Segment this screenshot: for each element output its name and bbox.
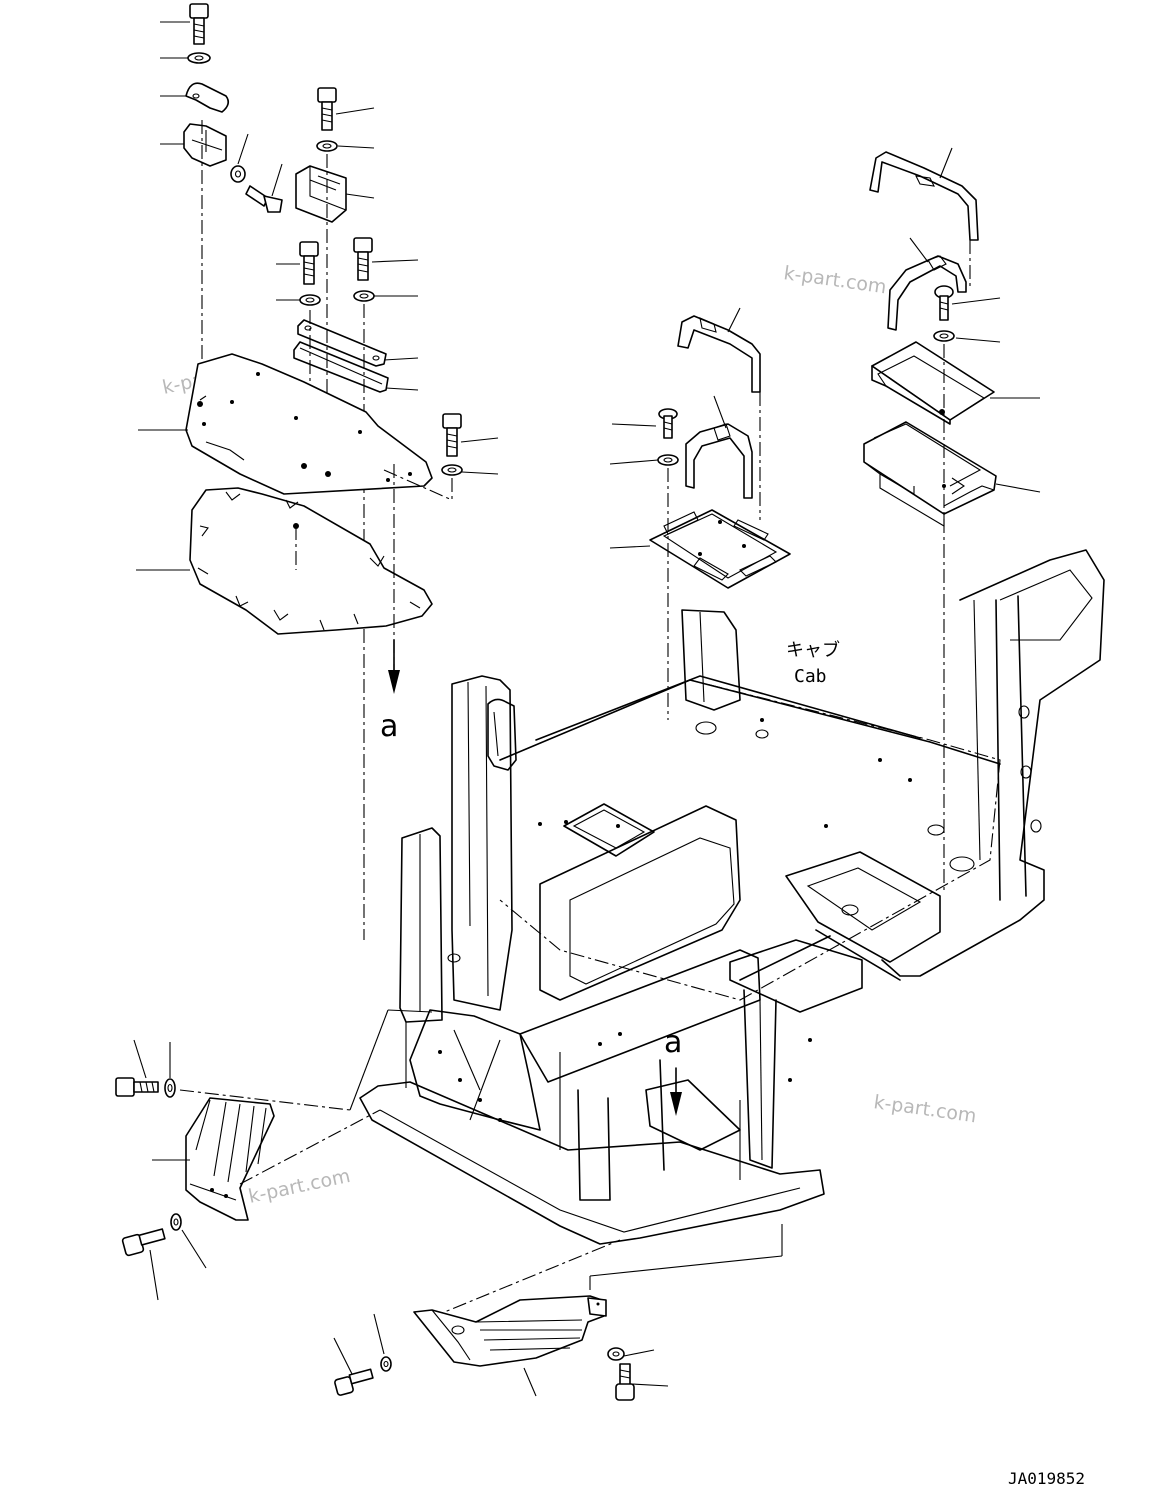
washer-step-bottom-2 <box>607 1347 655 1361</box>
bolt-mat <box>442 413 499 457</box>
handle-bracket-2 <box>685 395 753 499</box>
bolt-step-bottom-1 <box>333 1337 374 1396</box>
cab-label-jp: キャブ <box>786 639 840 661</box>
handle-bracket-1 <box>677 307 761 393</box>
bolt-step-bottom-2 <box>615 1363 669 1401</box>
step-bottom <box>413 1295 607 1397</box>
bolt-mid-2 <box>276 241 319 285</box>
cover-plate-center <box>609 509 791 589</box>
clamp-bracket-lower <box>160 123 227 167</box>
washer-mid-3 <box>353 290 418 302</box>
bolt-right <box>934 285 1001 321</box>
washer-mat <box>441 464 499 476</box>
bolt-angled <box>245 163 283 213</box>
step-left <box>152 1097 275 1221</box>
bolt-step-left-2 <box>121 1228 166 1301</box>
clamp-bracket-upper <box>160 82 230 113</box>
reference-label-a: a <box>380 709 398 744</box>
washer-small <box>230 133 249 183</box>
floor-mat <box>136 487 433 635</box>
bolt-center-1 <box>611 408 678 439</box>
cab-frame <box>359 549 1105 1245</box>
bolt-step-left-1 <box>115 1039 159 1097</box>
washer-mid-2 <box>276 294 321 306</box>
watermark: k-part.com <box>872 1091 978 1127</box>
reference-arrow-a-bottom: a <box>664 1025 682 1116</box>
washer-right <box>933 330 1001 343</box>
washer-step-bottom-1 <box>373 1313 392 1372</box>
cover-plate-lower <box>863 421 1041 527</box>
washer-top-left <box>160 52 211 64</box>
washer-step-left-1 <box>164 1042 176 1098</box>
floor-plate <box>138 353 433 495</box>
reference-label-a: a <box>664 1025 682 1060</box>
washer-center-1 <box>609 454 679 466</box>
handle-bracket-3 <box>869 147 979 241</box>
reference-arrow-a-top: a <box>380 639 400 744</box>
drawing-number: JA019852 <box>1008 1469 1085 1488</box>
bolt-top-left <box>160 3 209 45</box>
mount-block <box>295 165 375 223</box>
handle-bracket-4 <box>887 237 967 331</box>
cab-label-en: Cab <box>794 666 827 687</box>
washer-mid-1 <box>316 140 375 152</box>
cover-plate-upper <box>871 341 1040 425</box>
washer-step-left-2 <box>170 1213 207 1269</box>
watermark: k-part.com <box>782 262 888 298</box>
bolt-mid-3 <box>353 237 419 281</box>
watermark: k-part.com <box>246 1165 352 1208</box>
bolt-mid-1 <box>317 87 375 131</box>
